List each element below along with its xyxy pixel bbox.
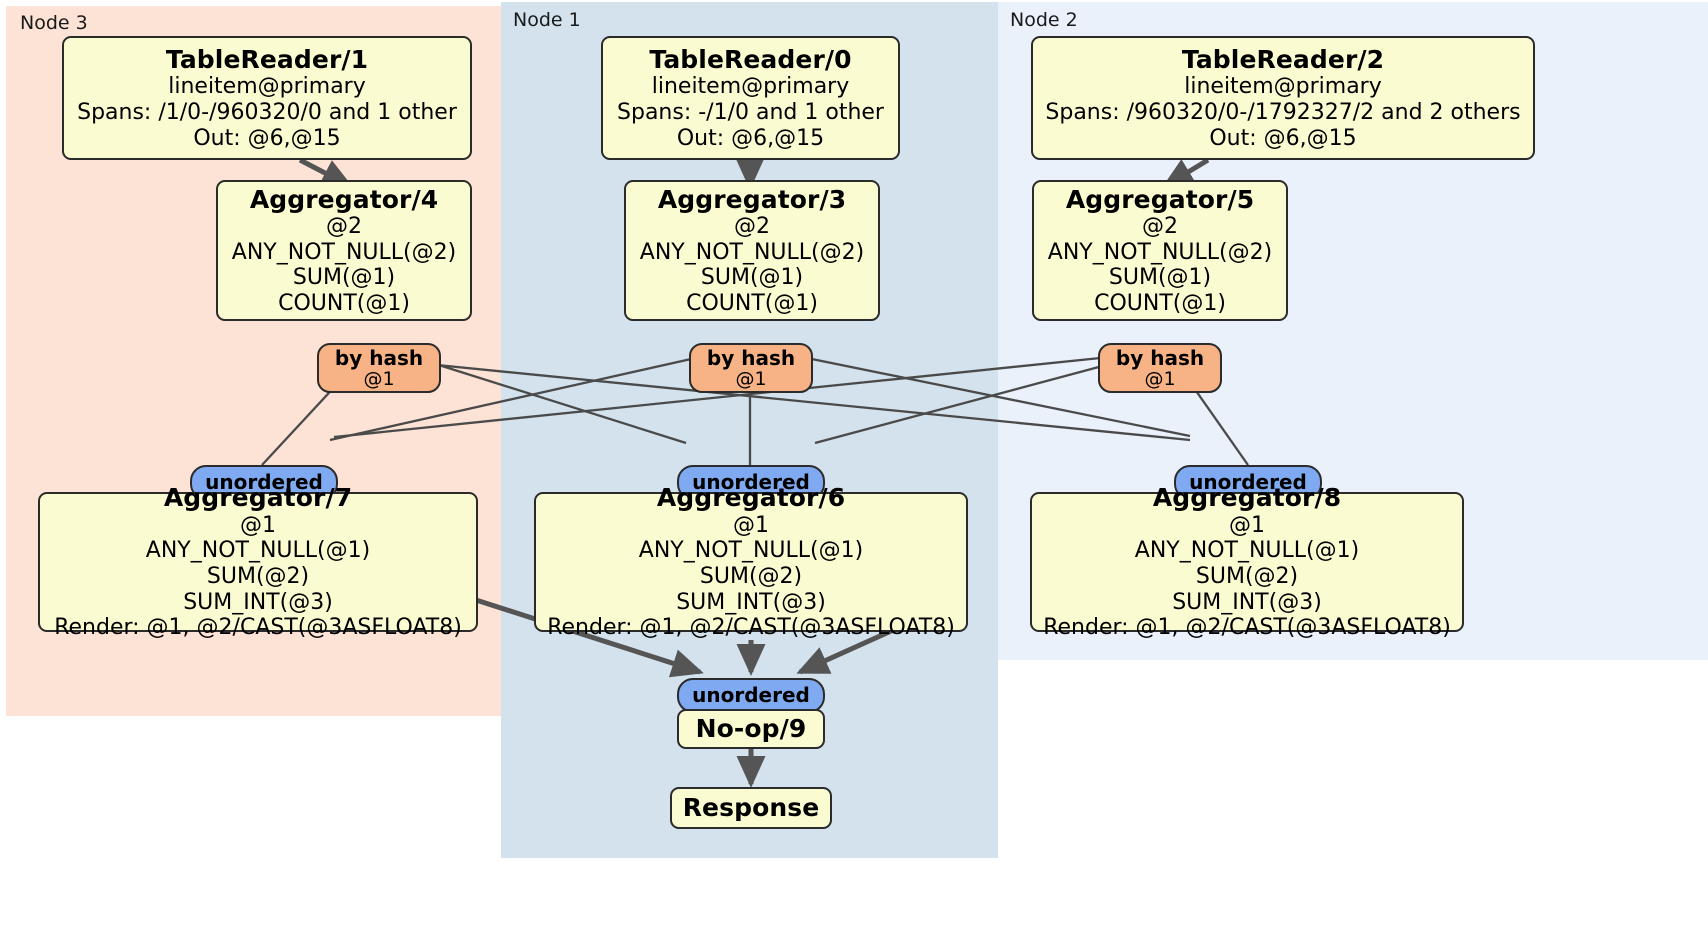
processor-detail-agg-2: SUM_INT(@3)	[1172, 589, 1322, 615]
processor-title: Aggregator/3	[657, 184, 847, 214]
output-router-by-hash-left[interactable]: by hash @1	[317, 343, 441, 393]
processor-title: TableReader/2	[1181, 44, 1385, 74]
processor-detail-agg-2: COUNT(@1)	[278, 290, 410, 316]
sync-type-label: unordered	[692, 683, 810, 707]
processor-response[interactable]: Response	[670, 787, 832, 829]
processor-title: TableReader/1	[165, 44, 369, 74]
processor-aggregator-6[interactable]: Aggregator/6 @1 ANY_NOT_NULL(@1) SUM(@2)…	[534, 483, 968, 640]
node-panel-label-node3: Node 3	[20, 12, 88, 34]
processor-aggregator-3[interactable]: Aggregator/3 @2 ANY_NOT_NULL(@2) SUM(@1)…	[624, 180, 880, 321]
router-column-label: @1	[1144, 367, 1176, 390]
processor-detail-agg-1: SUM(@1)	[292, 265, 396, 291]
node-panel-label-node2: Node 2	[1010, 9, 1078, 31]
processor-aggregator-4[interactable]: Aggregator/4 @2 ANY_NOT_NULL(@2) SUM(@1)…	[216, 180, 472, 321]
processor-title: Aggregator/8	[1152, 483, 1342, 513]
processor-detail-groupcol: @1	[733, 512, 769, 538]
router-type-label: by hash	[1115, 345, 1205, 370]
output-router-by-hash-right[interactable]: by hash @1	[1098, 343, 1222, 393]
processor-detail-out: Out: @6,@15	[193, 125, 341, 151]
sync-type-label: unordered	[1189, 470, 1307, 494]
processor-detail-groupcol: @2	[734, 214, 770, 240]
processor-title: No-op/9	[695, 714, 807, 744]
router-type-label: by hash	[334, 345, 424, 370]
processor-detail-agg-0: ANY_NOT_NULL(@2)	[639, 239, 865, 265]
processor-detail-spans: Spans: /960320/0-/1792327/2 and 2 others	[1045, 99, 1521, 125]
output-router-by-hash-center[interactable]: by hash @1	[689, 343, 813, 393]
processor-detail-agg-1: SUM(@1)	[1108, 265, 1212, 291]
processor-detail-agg-0: ANY_NOT_NULL(@2)	[1047, 239, 1273, 265]
processor-no-op-9[interactable]: No-op/9	[677, 709, 825, 749]
processor-detail-spans: Spans: /1/0-/960320/0 and 1 other	[77, 99, 457, 125]
processor-detail-agg-0: ANY_NOT_NULL(@1)	[638, 538, 864, 564]
processor-tablereader-2[interactable]: TableReader/2 lineitem@primary Spans: /9…	[1031, 36, 1535, 160]
processor-detail-groupcol: @1	[1229, 512, 1265, 538]
processor-detail-out: Out: @6,@15	[676, 125, 825, 151]
processor-detail-render: Render: @1, @2/CAST(@3ASFLOAT8)	[547, 615, 955, 641]
processor-detail-agg-2: SUM_INT(@3)	[183, 589, 333, 615]
processor-title: TableReader/0	[649, 44, 852, 74]
processor-detail-agg-1: SUM(@2)	[1195, 564, 1299, 589]
processor-detail-agg-2: COUNT(@1)	[686, 290, 818, 316]
processor-detail-table: lineitem@primary	[168, 74, 366, 100]
router-column-label: @1	[363, 367, 395, 390]
processor-detail-render: Render: @1, @2/CAST(@3ASFLOAT8)	[54, 615, 462, 641]
processor-detail-out: Out: @6,@15	[1209, 125, 1357, 151]
processor-detail-agg-0: ANY_NOT_NULL(@1)	[145, 538, 371, 564]
sync-type-label: unordered	[692, 470, 810, 494]
sync-type-label: unordered	[205, 470, 323, 494]
processor-title: Aggregator/5	[1065, 184, 1255, 214]
processor-detail-render: Render: @1, @2/CAST(@3ASFLOAT8)	[1043, 615, 1451, 641]
processor-detail-agg-0: ANY_NOT_NULL(@1)	[1134, 538, 1360, 564]
processor-detail-agg-0: ANY_NOT_NULL(@2)	[231, 239, 457, 265]
processor-detail-table: lineitem@primary	[1184, 74, 1382, 100]
processor-detail-table: lineitem@primary	[651, 74, 850, 100]
processor-detail-groupcol: @2	[326, 214, 362, 240]
processor-tablereader-0[interactable]: TableReader/0 lineitem@primary Spans: -/…	[601, 36, 900, 160]
processor-title: Aggregator/6	[656, 483, 846, 513]
processor-title: Response	[682, 793, 820, 823]
processor-detail-agg-1: SUM(@2)	[699, 564, 803, 589]
processor-detail-agg-2: COUNT(@1)	[1094, 290, 1226, 316]
processor-detail-agg-2: SUM_INT(@3)	[676, 589, 826, 615]
processor-detail-spans: Spans: -/1/0 and 1 other	[617, 99, 884, 125]
processor-tablereader-1[interactable]: TableReader/1 lineitem@primary Spans: /1…	[62, 36, 472, 160]
processor-detail-agg-1: SUM(@1)	[700, 265, 804, 291]
processor-detail-groupcol: @2	[1142, 214, 1178, 240]
processor-title: Aggregator/7	[163, 483, 353, 513]
processor-aggregator-8[interactable]: Aggregator/8 @1 ANY_NOT_NULL(@1) SUM(@2)…	[1030, 483, 1464, 640]
node-panel-label-node1: Node 1	[513, 9, 581, 31]
processor-title: Aggregator/4	[249, 184, 439, 214]
processor-aggregator-5[interactable]: Aggregator/5 @2 ANY_NOT_NULL(@2) SUM(@1)…	[1032, 180, 1288, 321]
processor-detail-agg-1: SUM(@2)	[206, 564, 310, 589]
input-sync-unordered-final[interactable]: unordered	[677, 678, 825, 713]
router-column-label: @1	[735, 367, 767, 390]
processor-aggregator-7[interactable]: Aggregator/7 @1 ANY_NOT_NULL(@1) SUM(@2)…	[38, 483, 478, 640]
processor-detail-groupcol: @1	[240, 512, 276, 538]
router-type-label: by hash	[706, 345, 796, 370]
